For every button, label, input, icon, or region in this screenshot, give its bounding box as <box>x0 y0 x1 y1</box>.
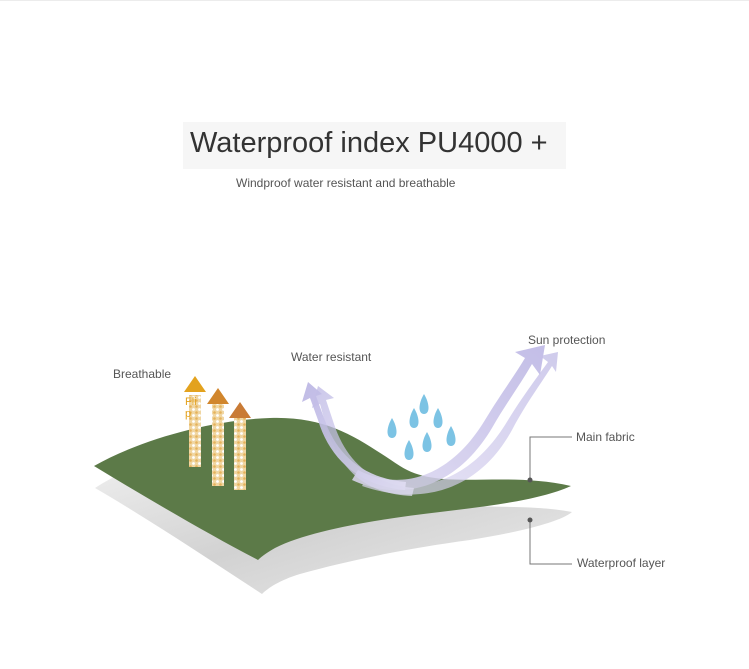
flip-label: Fli p <box>185 396 197 420</box>
water-resistant-arrows <box>302 382 414 496</box>
waterproof-layer-callout <box>529 522 572 565</box>
water-drop <box>422 432 432 452</box>
breathable-arrows <box>184 376 251 490</box>
water-drop <box>419 394 429 414</box>
waterproof-layer-marker <box>527 517 533 523</box>
breathable-arrow <box>229 402 251 490</box>
breathable-label: Breathable <box>113 367 172 381</box>
water-drop <box>404 440 414 460</box>
water-drops <box>387 394 456 460</box>
breathable-arrow <box>184 376 206 467</box>
page-title: Waterproof index PU4000 + <box>190 127 548 159</box>
water-resistant-label: Water resistant <box>291 350 372 364</box>
sun-protection-arrow <box>352 345 558 495</box>
waterproof-layer-label: Waterproof layer <box>577 556 666 570</box>
water-drop <box>446 426 456 446</box>
water-drop <box>387 418 397 438</box>
page-subtitle: Windproof water resistant and breathable <box>236 176 456 190</box>
sun-protection-label: Sun protection <box>528 333 606 347</box>
title-background <box>183 122 566 169</box>
water-drop <box>433 408 443 428</box>
breathable-arrow <box>207 388 229 486</box>
water-drop <box>409 408 419 428</box>
main-fabric-marker <box>527 477 533 483</box>
top-divider <box>0 0 749 1</box>
main-fabric-callout <box>529 436 572 479</box>
main-fabric-label: Main fabric <box>576 430 635 444</box>
